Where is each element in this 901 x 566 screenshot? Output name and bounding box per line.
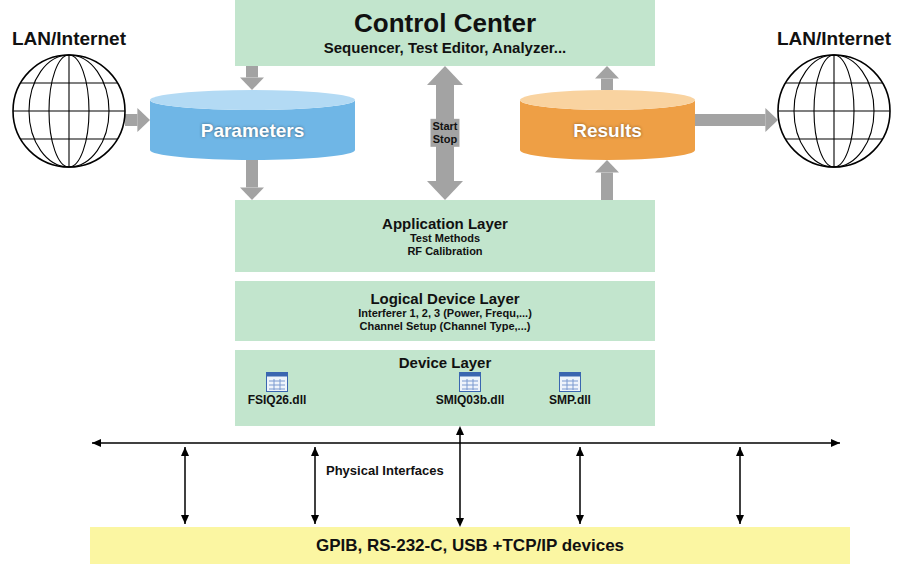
network-globe: LAN/Internet	[5, 28, 133, 170]
bus-drop	[314, 447, 316, 524]
icon-grid	[473, 379, 474, 390]
text-holder: FSIQ26.dll	[237, 372, 317, 416]
icon-grid	[462, 385, 478, 386]
flow-arrow	[601, 173, 613, 200]
label-box: Physical Interfaces	[326, 461, 444, 479]
layer-box: Logical Device LayerInterferer 1, 2, 3 (…	[235, 281, 655, 341]
globe-outline	[13, 55, 125, 167]
device-bar: GPIB, RS-232-C, USB +TCP/IP devices	[90, 527, 850, 564]
bus-link	[459, 435, 461, 518]
node-body: Interferer 1, 2, 3 (Power, Frequ,...) Ch…	[345, 307, 545, 332]
globe-drawing	[770, 52, 898, 170]
node-title: Results	[573, 120, 642, 142]
icon-grid	[274, 379, 275, 390]
globe-parallel	[21, 82, 118, 83]
layer-box: Application LayerTest Methods RF Calibra…	[235, 200, 655, 272]
node-title: LAN/Internet	[12, 28, 126, 50]
icon-grid	[462, 381, 478, 382]
icon-grid	[562, 385, 578, 386]
node-title: SMP.dll	[549, 394, 591, 408]
node-title: Parameters	[201, 120, 305, 142]
text-holder: Control CenterSequencer, Test Editor, An…	[235, 0, 655, 66]
text-holder: LAN/Internet	[5, 28, 133, 52]
globe-parallel	[786, 138, 883, 139]
icon-grid	[562, 389, 578, 390]
icon-frame	[267, 373, 288, 392]
interface-bus	[92, 442, 840, 444]
node-title: GPIB, RS-232-C, USB +TCP/IP devices	[316, 536, 624, 556]
data-store: Parameters	[150, 90, 355, 160]
flow-arrow	[246, 160, 258, 187]
dll-icon	[459, 372, 481, 392]
icon-grid	[269, 385, 285, 386]
bus-drop	[579, 447, 581, 524]
network-globe: LAN/Internet	[770, 28, 898, 170]
icon-grid	[269, 389, 285, 390]
node-title: Application Layer	[382, 215, 508, 232]
text-holder: Results	[520, 90, 695, 160]
text-holder: Parameters	[150, 90, 355, 160]
flow-arrow	[246, 66, 258, 77]
control-box: Control CenterSequencer, Test Editor, An…	[235, 0, 655, 66]
driver-icon: SMIQ03b.dll	[430, 372, 510, 416]
data-store: Results	[520, 90, 695, 160]
flow-arrow	[601, 79, 613, 90]
icon-titlebar	[267, 373, 288, 377]
node-title: LAN/Internet	[777, 28, 891, 50]
dll-icon	[266, 372, 288, 392]
icon-grid	[269, 381, 285, 382]
text-holder: Device Layer	[235, 350, 655, 426]
node-title: Device Layer	[399, 354, 492, 371]
icon-grid	[467, 379, 468, 390]
node-body: Sequencer, Test Editor, Analyzer...	[324, 39, 567, 56]
text-holder: LAN/Internet	[770, 28, 898, 52]
text-holder: SMP.dll	[530, 372, 610, 416]
icon-grid	[573, 379, 574, 390]
icon-grid	[280, 379, 281, 390]
icon-titlebar	[560, 373, 581, 377]
globe-drawing	[5, 52, 133, 170]
cylinder-top	[150, 90, 355, 110]
globe-outline	[778, 55, 890, 167]
node-title: FSIQ26.dll	[248, 394, 307, 408]
layer-box: Device LayerFSIQ26.dll SMIQ03b.dll SMP.dll	[235, 350, 655, 426]
flow-arrow	[125, 114, 137, 126]
node-title: Control Center	[354, 9, 536, 39]
edge-label-box: Start Stop	[430, 119, 459, 147]
node-title: Logical Device Layer	[370, 290, 519, 307]
globe-parallel	[778, 110, 890, 111]
globe-parallel	[786, 82, 883, 83]
node-body: Test Methods RF Calibration	[403, 232, 488, 257]
edge-label: Start Stop	[430, 119, 459, 147]
globe-parallel	[13, 110, 125, 111]
icon-grid	[462, 389, 478, 390]
dll-icon	[559, 372, 581, 392]
icon-grid	[567, 379, 568, 390]
cylinder-top	[520, 90, 695, 110]
flow-arrow	[695, 114, 765, 126]
icon-titlebar	[460, 373, 481, 377]
text-holder: SMIQ03b.dll	[430, 372, 510, 416]
globe-parallel	[21, 138, 118, 139]
bus-drop	[739, 447, 741, 524]
icon-frame	[560, 373, 581, 392]
text-holder: GPIB, RS-232-C, USB +TCP/IP devices	[90, 527, 850, 564]
driver-icon: SMP.dll	[530, 372, 610, 416]
icon-grid	[562, 381, 578, 382]
node-title: SMIQ03b.dll	[436, 394, 505, 408]
interface-label: Physical Interfaces	[326, 463, 444, 478]
driver-icon: FSIQ26.dll	[237, 372, 317, 416]
bus-drop	[184, 447, 186, 524]
text-holder: Application LayerTest Methods RF Calibra…	[235, 200, 655, 272]
text-holder: Logical Device LayerInterferer 1, 2, 3 (…	[235, 281, 655, 341]
icon-frame	[460, 373, 481, 392]
